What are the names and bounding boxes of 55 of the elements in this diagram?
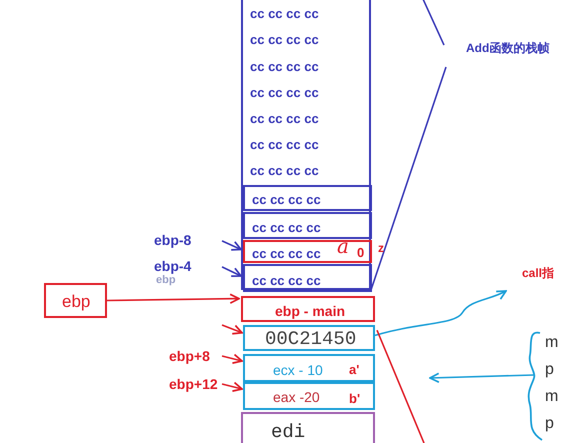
cell-text: p: [545, 416, 554, 432]
arrow: [429, 372, 534, 384]
cell-text: ebp+8: [169, 349, 210, 363]
connector-line: [376, 330, 425, 443]
cell-text: cc cc cc cc: [252, 247, 321, 260]
cell-text: b': [349, 392, 360, 405]
cell-text: call指: [522, 267, 554, 279]
cell-text: ebp+12: [169, 377, 218, 391]
connector-line: [422, 0, 445, 46]
cell-text: cc cc cc cc: [250, 60, 319, 73]
cell-text: cc cc cc cc: [252, 221, 321, 234]
connector-line: [370, 66, 447, 290]
cell-text: cc cc cc cc: [252, 193, 321, 206]
cell-text: cc cc cc cc: [250, 164, 319, 177]
cell-text: cc cc cc cc: [252, 274, 321, 287]
cell-text: cc cc cc cc: [250, 138, 319, 151]
cell-text: Add函数的栈帧: [466, 42, 550, 54]
stack-cell: [243, 185, 372, 211]
arrow: [106, 293, 240, 304]
cell-text: cc cc cc cc: [250, 86, 319, 99]
arrow: [222, 266, 242, 278]
stack-cell: [241, 296, 375, 322]
arrow: [222, 324, 243, 335]
cell-text: ecx - 10: [273, 363, 323, 377]
cell-text: cc cc cc cc: [250, 33, 319, 46]
stack-cell: [243, 264, 372, 292]
side-label: z: [378, 242, 384, 254]
cell-text: ebp - main: [275, 304, 346, 318]
faded-label: ebp: [156, 275, 176, 286]
cell-text: ebp-4: [154, 259, 192, 273]
cell-text: eax -20: [273, 390, 320, 404]
cell-text: ebp: [62, 293, 90, 310]
cell-text: cc cc cc cc: [250, 112, 319, 125]
cell-text: a': [349, 363, 360, 376]
stack-cell: [243, 354, 375, 382]
handwritten-letter: a: [337, 236, 349, 256]
arrow: [222, 354, 243, 364]
arrow: [222, 240, 242, 251]
stack-cell: [243, 325, 375, 351]
cell-text: ebp-8: [154, 233, 192, 247]
stack-cell: [243, 240, 372, 263]
cell-text: 0: [357, 246, 364, 259]
register-box: [44, 283, 107, 318]
cell-text: m: [545, 389, 558, 405]
stack-cell: [243, 212, 372, 239]
arrow: [222, 382, 243, 392]
cell-text: 00C21450: [265, 330, 356, 349]
cell-text: p: [545, 362, 554, 378]
arrow: [374, 290, 507, 336]
cell-text: cc cc cc cc: [250, 7, 319, 20]
cell-text: m: [545, 335, 558, 351]
stack-cell: [243, 382, 375, 410]
stack-cell: [241, 412, 375, 443]
stack-frame: [241, 0, 371, 290]
cell-text: edi: [271, 423, 306, 442]
